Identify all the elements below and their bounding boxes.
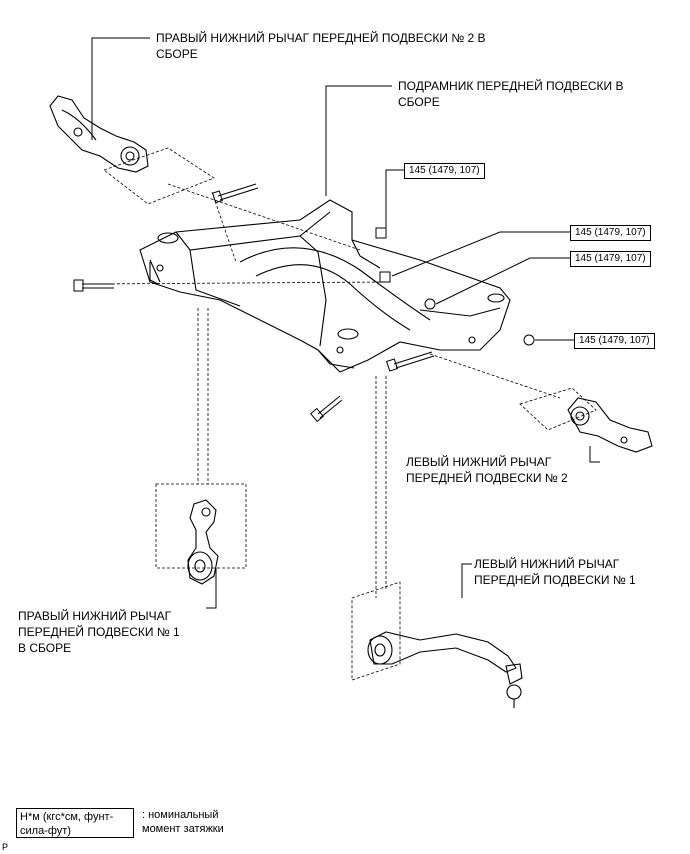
label-left-lower-arm-2: ЛЕВЫЙ НИЖНИЙ РЫЧАГ ПЕРЕДНЕЙ ПОДВЕСКИ № 2 (406, 455, 568, 485)
leader-t3 (435, 257, 570, 305)
nut-3 (424, 298, 436, 310)
leader-t1 (385, 169, 404, 228)
leader-t2 (391, 231, 570, 277)
leader-subframe (325, 85, 392, 196)
right-arm-2-shape (49, 95, 149, 173)
bolt-lower-1 (317, 395, 343, 419)
right-arm-1-shape (187, 499, 219, 585)
label-left-lower-arm-1: ЛЕВЫЙ НИЖНИЙ РЫЧАГ ПЕРЕДНЕЙ ПОДВЕСКИ № 1 (474, 557, 636, 587)
dashed-frame-left-arm-1 (351, 581, 401, 681)
nut-1 (375, 227, 387, 239)
left-arm-1-shape (369, 631, 517, 673)
nut-2 (379, 271, 391, 283)
leader-left-arm-1 (461, 563, 472, 598)
nut-4 (523, 334, 535, 346)
dashed-frame-left-arm-2 (519, 387, 597, 431)
torque-value-1: 145 (1479, 107) (404, 163, 485, 179)
bolt-top (217, 183, 259, 201)
leader-left-arm-2 (589, 446, 600, 463)
torque-value-2: 145 (1479, 107) (570, 225, 651, 241)
bolt-top-head (211, 190, 223, 204)
label-right-lower-arm-1: ПРАВЫЙ НИЖНИЙ РЫЧАГ ПЕРЕДНЕЙ ПОДВЕСКИ № … (18, 609, 180, 655)
torque-value-4: 145 (1479, 107) (574, 333, 655, 349)
dashed-frame-right-arm-1 (155, 483, 247, 569)
corner-mark: P (2, 842, 9, 852)
legend-description: : номинальный момент затяжки (142, 809, 224, 835)
legend-unit-box: Н*м (кгс*см, фунт- сила-фут) (16, 808, 134, 838)
bolt-lower-2 (393, 351, 435, 369)
bolt-left (82, 283, 114, 289)
leader-right-arm-1 (206, 568, 217, 609)
bolt-lower-1-head (310, 407, 324, 423)
bolt-left-head (73, 279, 84, 292)
leader-right-arm-2 (91, 37, 150, 140)
bolt-lower-2-head (386, 358, 398, 372)
torque-value-3: 145 (1479, 107) (570, 251, 651, 267)
label-subframe: ПОДРАМНИК ПЕРЕДНЕЙ ПОДВЕСКИ В СБОРЕ (398, 79, 624, 109)
label-right-lower-arm-2: ПРАВЫЙ НИЖНИЙ РЫЧАГ ПЕРЕДНЕЙ ПОДВЕСКИ № … (156, 31, 486, 61)
subframe-outline (139, 199, 511, 373)
left-arm-2-shape (567, 397, 653, 453)
